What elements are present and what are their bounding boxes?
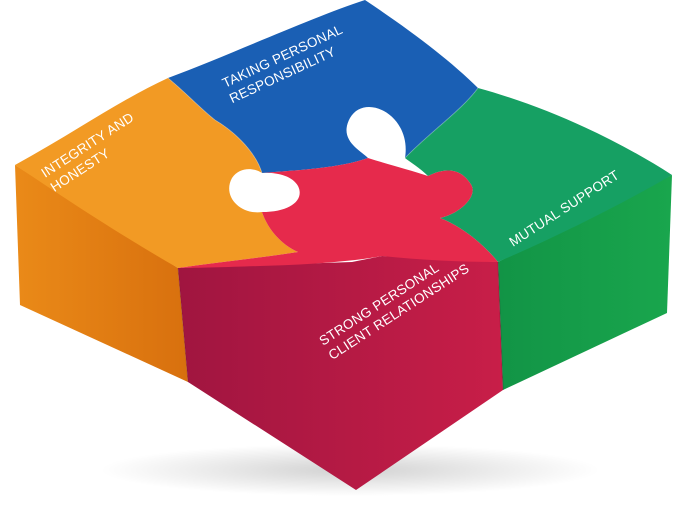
responsibility-piece-top xyxy=(168,0,478,173)
integrity-piece-top xyxy=(15,78,298,268)
integrity-piece-side xyxy=(15,165,188,382)
relationships-piece-side xyxy=(178,256,503,490)
support-piece-side xyxy=(498,175,672,390)
support-piece-top xyxy=(405,88,672,262)
relationships-piece-top xyxy=(178,158,498,268)
